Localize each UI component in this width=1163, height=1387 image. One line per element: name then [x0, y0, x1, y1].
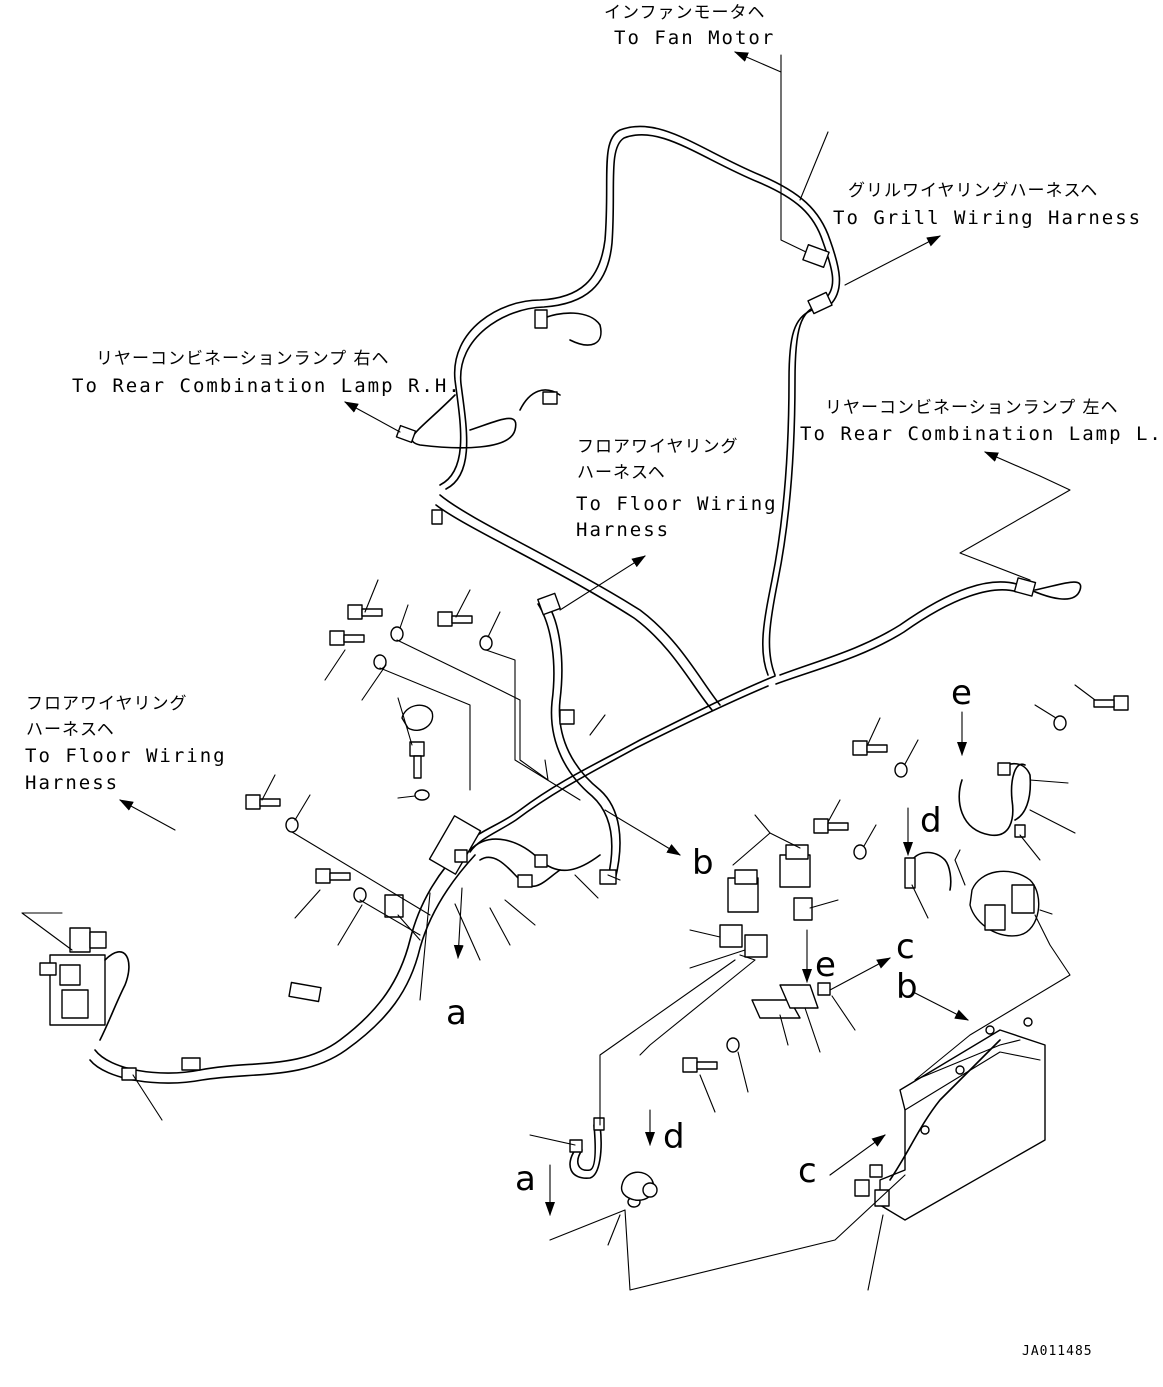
callout-labels: インファンモータヘ To Fan Motor グリルワイヤリングハーネスヘ To… — [25, 3, 1163, 794]
hardware-bolts — [245, 604, 1129, 1208]
ref-b-mid: b — [692, 843, 714, 883]
bolt-7 — [852, 740, 888, 756]
center-harness-branch — [89, 592, 621, 1084]
rear-lamp-lh-label-en: To Rear Combination Lamp L.H. — [800, 423, 1163, 445]
floor-harness-center-label-jp-2: ハーネスヘ — [577, 463, 666, 483]
upper-wiring-harness — [395, 125, 1082, 853]
ref-b-right: b — [896, 967, 918, 1007]
bolt-10 — [682, 1057, 718, 1073]
rear-lamp-rh-label-en: To Rear Combination Lamp R.H. — [72, 375, 462, 397]
grill-harness-label-jp: グリルワイヤリングハーネスヘ — [848, 181, 1098, 201]
ref-a-bottom: a — [515, 1159, 536, 1199]
ref-d-bottom: d — [663, 1117, 685, 1157]
floor-harness-left-label-jp-2: ハーネスヘ — [26, 720, 115, 740]
grill-harness-label-en: To Grill Wiring Harness — [833, 207, 1142, 229]
drawing-code: JA011485 — [1022, 1344, 1093, 1359]
right-side-components — [854, 762, 1046, 1221]
bolt-9 — [1093, 695, 1129, 711]
floor-harness-left-label-jp-1: フロアワイヤリング — [26, 694, 188, 714]
ref-c-top: c — [896, 927, 915, 967]
leader-lines — [119, 51, 1096, 1291]
fan-motor-label-en: To Fan Motor — [614, 27, 775, 49]
floor-harness-center-label-en-1: To Floor Wiring — [576, 493, 778, 515]
floor-harness-center-label-en-2: Harness — [576, 519, 670, 541]
floor-harness-left-label-en-2: Harness — [25, 772, 119, 794]
ref-e-mid: e — [815, 945, 836, 985]
floor-harness-center-label-jp-1: フロアワイヤリング — [577, 437, 739, 457]
bolt-2 — [329, 630, 365, 646]
ref-d-top: d — [920, 801, 942, 841]
rear-lamp-rh-label-jp: リヤーコンビネーションランプ 右ヘ — [96, 349, 390, 369]
reference-letters: a a b b c c d d e e — [446, 673, 972, 1199]
bolt-3 — [437, 611, 473, 627]
bolt-8 — [813, 818, 849, 834]
relays — [719, 844, 831, 1019]
rear-lamp-lh-label-jp: リヤーコンビネーションランプ 左ヘ — [825, 398, 1119, 418]
ref-c-bottom: c — [798, 1151, 817, 1191]
bolt-5 — [245, 794, 281, 810]
ref-a-top: a — [446, 993, 467, 1033]
fan-motor-label-jp: インファンモータヘ — [604, 3, 766, 23]
ref-e-top: e — [951, 673, 972, 713]
bolt-1 — [347, 604, 383, 620]
left-connector-cluster — [21, 912, 130, 1041]
bolt-6 — [315, 868, 351, 884]
bolt-4 — [409, 741, 425, 779]
lower-sensor-cable — [569, 1117, 658, 1201]
floor-harness-left-label-en-1: To Floor Wiring — [25, 745, 227, 767]
